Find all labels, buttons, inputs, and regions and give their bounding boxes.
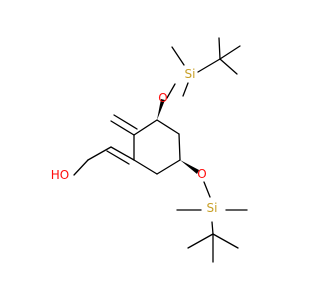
ring <box>133 119 181 175</box>
bond <box>219 45 241 60</box>
bond <box>187 233 214 249</box>
bottom-tbs-group <box>176 181 248 263</box>
bond <box>166 83 176 99</box>
bond <box>182 82 189 97</box>
bond <box>171 46 185 66</box>
molecule-canvas: Si O O Si HO <box>50 37 248 263</box>
bond <box>197 58 221 73</box>
silicon-bottom-label: Si <box>207 201 218 215</box>
wedge-bond-bottom <box>180 160 199 174</box>
bond <box>113 114 138 130</box>
bond <box>110 146 135 161</box>
bond <box>106 150 130 165</box>
bond <box>219 58 238 75</box>
methylene-group <box>110 114 138 136</box>
top-tbs-group <box>166 37 241 99</box>
bond <box>178 133 181 161</box>
silicon-top-label: Si <box>185 67 196 81</box>
bond <box>133 119 158 136</box>
bond <box>87 146 112 161</box>
oxygen-top-label: O <box>158 91 167 105</box>
bond <box>133 159 158 175</box>
hydroxyl-label: HO <box>51 168 69 182</box>
bond <box>73 159 89 176</box>
bond <box>211 221 214 235</box>
bond <box>110 120 135 136</box>
oxygen-bottom-label: O <box>197 167 206 181</box>
bond <box>203 181 211 198</box>
wedge-bond-top <box>157 99 165 120</box>
bond <box>212 233 239 249</box>
bond <box>156 159 181 175</box>
bond <box>156 119 180 135</box>
molecule-structure: Si O O Si HO <box>51 37 248 263</box>
hydroxyethylidene-chain <box>73 146 135 176</box>
bond <box>218 37 221 60</box>
